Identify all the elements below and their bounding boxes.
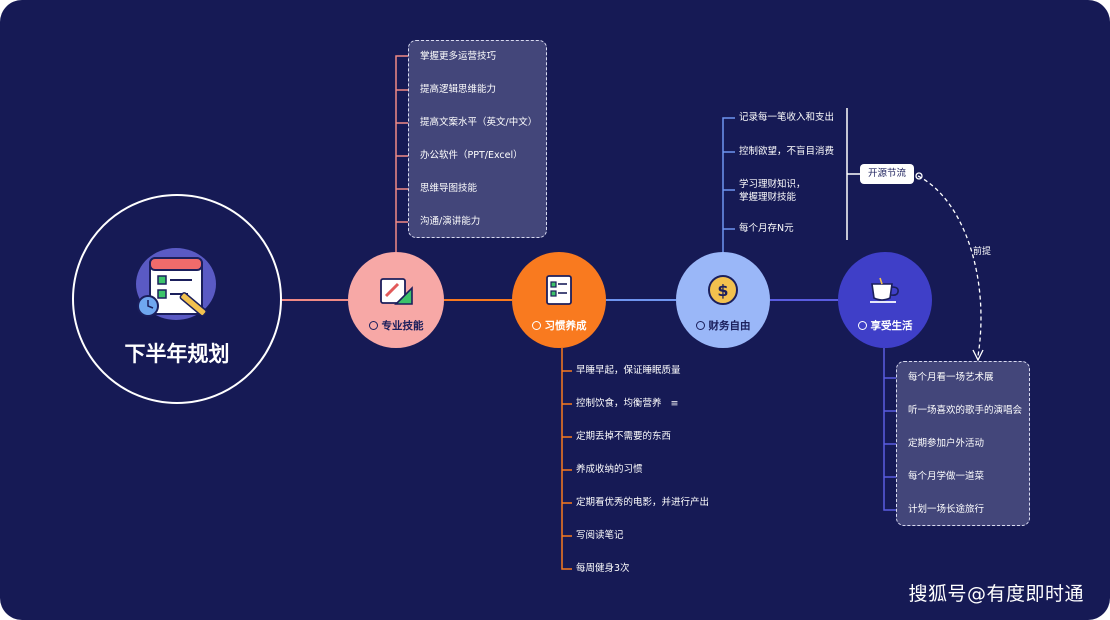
branch-label-habits: 习惯养成 [544,320,587,332]
life-item[interactable]: 每个月学做一道菜 [908,471,985,482]
life-item[interactable]: 每个月看一场艺术展 [908,372,994,383]
life-item[interactable]: 定期参加户外活动 [908,438,985,449]
life-marker-icon [857,321,867,330]
finance-stem [722,117,735,252]
skills-marker-icon [368,321,378,330]
habits-item[interactable]: 控制饮食，均衡营养 ≡ [576,398,679,409]
finance-marker-icon [695,321,705,330]
habits-item[interactable]: 写阅读笔记 [576,530,624,541]
note-lines-icon: ≡ [670,398,679,409]
checklist-icon [546,275,572,305]
habits-item[interactable]: 养成收纳的习惯 [576,464,643,475]
finance-item[interactable]: 每个月存N元 [739,223,794,234]
dollar-coin-icon: $ [708,275,738,305]
finance-item[interactable]: 控制欲望，不盲目消费 [739,146,835,157]
skills-twigs [396,89,408,223]
svg-text:$: $ [717,281,728,300]
branch-label-life: 享受生活 [870,320,913,332]
branch-node-habits[interactable]: 习惯养成 [512,252,606,348]
habits-stem [561,348,572,570]
branch-label-finance: 财务自由 [708,320,751,332]
branch-node-finance[interactable]: $ 财务自由 [676,252,770,348]
branch-node-skills[interactable]: 专业技能 [348,252,444,348]
skills-item[interactable]: 提高文案水平（英文/中文） [420,117,538,128]
habits-marker-icon [531,321,541,330]
root-node[interactable]: 下半年规划 [72,194,282,404]
habits-item[interactable]: 每周健身3次 [576,563,630,574]
skills-group-box [408,40,547,238]
skills-item[interactable]: 沟通/演讲能力 [420,216,481,227]
root-title: 下半年规划 [124,342,230,366]
life-item[interactable]: 计划一场长途旅行 [908,504,985,515]
habits-twigs [562,370,572,537]
branch-node-life[interactable]: 享受生活 [838,252,932,348]
life-stem [883,348,896,511]
calendar-plan-icon [136,248,216,320]
habits-item[interactable]: 早睡早起，保证睡眠质量 [576,365,681,376]
finance-twigs [723,151,735,230]
finance-item[interactable]: 记录每一笔收入和支出 [739,112,835,123]
watermark: 搜狐号@有度即时通 [908,583,1084,605]
life-group-box [896,361,1030,526]
teacup-icon [870,277,899,303]
habits-item[interactable]: 定期看优秀的电影，并进行产出 [576,497,710,508]
finance-item[interactable]: 学习理财知识， 掌握理财技能 [739,179,806,203]
skills-stem [395,55,408,252]
skills-item[interactable]: 掌握更多运营技巧 [420,51,497,62]
summary-label[interactable]: 开源节流 [860,164,915,184]
habits-item[interactable]: 定期丢掉不需要的东西 [576,431,672,442]
drawing-tools-icon [380,278,413,305]
skills-item[interactable]: 思维导图技能 [420,183,478,194]
skills-item[interactable]: 办公软件（PPT/Excel） [420,150,523,161]
life-twigs [884,377,896,478]
relation-label[interactable]: 前提 [973,247,992,257]
skills-item[interactable]: 提高逻辑思维能力 [420,84,497,95]
branch-label-skills: 专业技能 [381,320,424,332]
life-item[interactable]: 听一场喜欢的歌手的演唱会 [908,405,1023,416]
